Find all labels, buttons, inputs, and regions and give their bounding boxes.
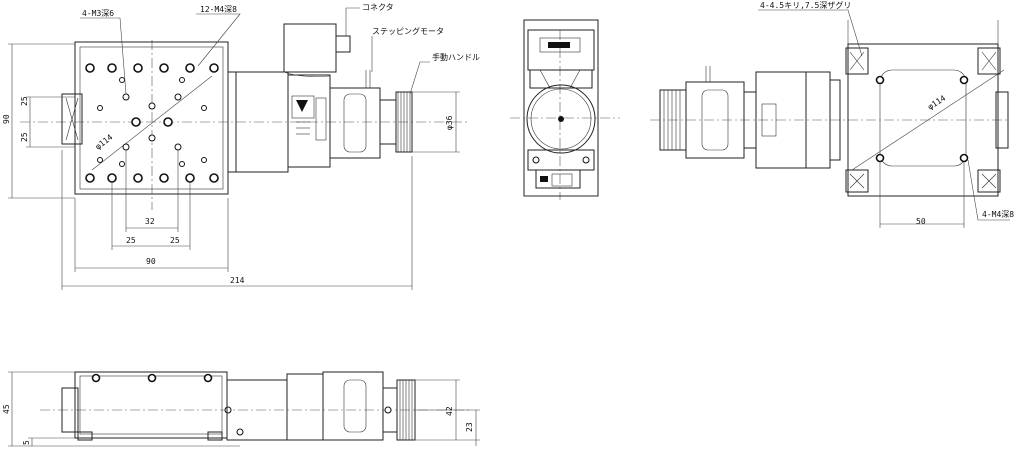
dim-25-left: 25 (126, 236, 136, 245)
front-view: 45 5 42 23 (2, 371, 480, 447)
dim-90-horizontal: 90 (146, 257, 156, 266)
dim-25-lower: 25 (20, 132, 29, 142)
side-clamp (61, 93, 83, 145)
end-view (510, 19, 620, 200)
label-motor: ステッピングモータ (372, 26, 444, 36)
dim-25-right: 25 (170, 236, 180, 245)
mounting-holes (85, 63, 219, 183)
dim-50: 50 (916, 217, 926, 226)
dim-phi114-right: φ114 (926, 94, 947, 112)
dim-214: 214 (230, 276, 245, 285)
label-connector: コネクタ (362, 3, 394, 12)
dim-phi36: φ36 (445, 115, 454, 130)
dim-32: 32 (145, 217, 155, 226)
stage-body (74, 41, 229, 195)
dim-23: 23 (465, 422, 474, 432)
top-view: 4-M3深6 12-M4深8 コネクタ ステッピングモータ 手動ハンドル 90 … (2, 3, 480, 290)
side-stage (847, 43, 999, 197)
label-counterbore: 4-4.5キリ,7.5深ザグリ (760, 0, 851, 10)
label-m4-4: 4-M4深8 (982, 210, 1014, 219)
dim-5: 5 (22, 440, 31, 445)
side-view: 4-4.5キリ,7.5深ザグリ φ114 50 4-M4深8 (650, 0, 1014, 228)
connector (283, 23, 337, 73)
front-motor (286, 373, 324, 441)
dim-phi114-top: φ114 (94, 133, 115, 152)
dim-42: 42 (445, 406, 454, 416)
label-m4-12: 12-M4深8 (200, 5, 237, 14)
end-motor-flange (526, 84, 596, 154)
label-m3: 4-M3深6 (82, 9, 114, 18)
dim-90-vertical: 90 (2, 114, 11, 124)
stepping-motor (287, 74, 331, 168)
dim-25-upper: 25 (20, 96, 29, 106)
label-handle: 手動ハンドル (432, 52, 480, 62)
dim-45: 45 (2, 404, 11, 414)
